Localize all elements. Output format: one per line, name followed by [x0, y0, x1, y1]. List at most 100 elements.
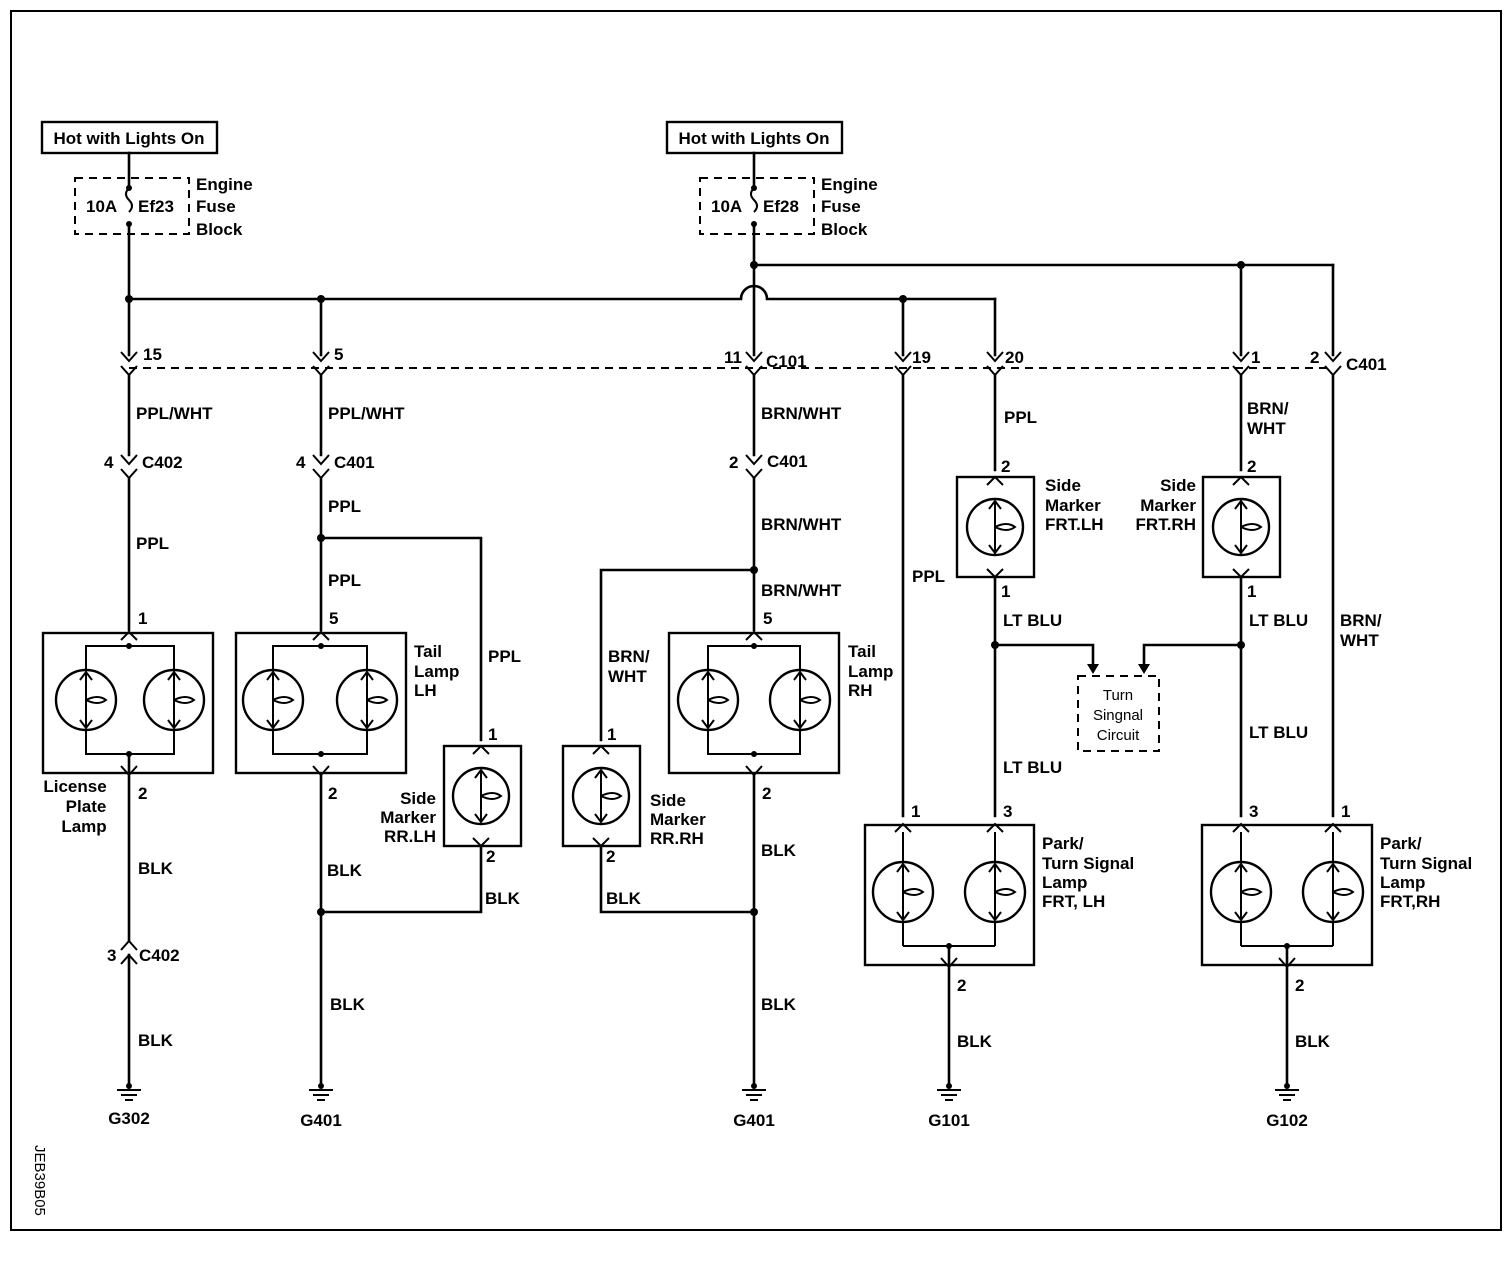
wire-color: WHT [608, 667, 647, 686]
wire-color: PPL [488, 647, 521, 666]
component-label: Park/ [1380, 834, 1422, 853]
bulb-icon [335, 668, 399, 732]
pin-label: 2 [1310, 348, 1319, 367]
fuse-block-label-1: Engine [196, 175, 253, 194]
ground-label: G102 [1266, 1111, 1308, 1130]
component-label: Circuit [1097, 727, 1140, 744]
turn-signal-circuit-box [1077, 675, 1160, 752]
wire-color: PPL [912, 567, 945, 586]
pin-label: 2 [486, 847, 495, 866]
pin-label: 5 [763, 609, 772, 628]
bus-wires [125, 222, 1335, 357]
component-label: Side [650, 791, 686, 810]
ground-icon [742, 1083, 766, 1101]
pin-label: 11 [724, 348, 742, 367]
wire-color: BRN/WHT [761, 515, 842, 534]
pin-label: 2 [957, 976, 966, 995]
pin-label: 2 [328, 784, 337, 803]
bulb-icon [241, 668, 305, 732]
pin-label: 1 [1251, 348, 1260, 367]
wire-color: BRN/ [608, 647, 650, 666]
ground-icon [1275, 1083, 1299, 1101]
component-label: Marker [1045, 496, 1101, 515]
wire-color: PPL/WHT [328, 404, 405, 423]
front-rh-circuit: BRN/ WHT 2 Side Marker FRT.RH 1 LT BLU L… [1136, 373, 1472, 1130]
component-label: RR.RH [650, 829, 704, 848]
fuse-rating: 10A [711, 197, 742, 216]
wire-color: WHT [1247, 419, 1286, 438]
bulb-icon [1301, 860, 1365, 924]
license-plate-circuit: PPL/WHT 4 C402 PPL 1 2 License Plate Lam… [41, 373, 215, 1128]
diagram-frame [10, 10, 1502, 1231]
wire-color: BLK [485, 889, 521, 908]
component-label: RR.LH [384, 827, 436, 846]
pin-label: 1 [911, 802, 920, 821]
wire-color: BRN/WHT [761, 581, 842, 600]
wire-color: BLK [957, 1032, 993, 1051]
wire-color: LT BLU [1249, 723, 1308, 742]
wire-color: BRN/ [1247, 399, 1289, 418]
tail-lamp-rh-circuit: BRN/WHT 2 C401 BRN/WHT BRN/WHT BRN/ WHT … [561, 373, 893, 1130]
pin-label: 1 [1341, 802, 1350, 821]
pin-label: 1 [138, 609, 147, 628]
turn-signal-circuit: Turn Singnal Circuit [1077, 675, 1160, 752]
component-label: Tail [414, 642, 442, 661]
wire-color: PPL/WHT [136, 404, 213, 423]
front-lh-circuit: PPL PPL 2 Side Marker FRT.LH 1 LT BLU LT… [863, 373, 1134, 1130]
fuse-block-label-3: Block [196, 220, 243, 239]
tail-lamp-lh-circuit: PPL/WHT 4 C401 PPL PPL PPL 5 Tail Lamp L… [234, 373, 523, 1130]
component-label: LH [414, 681, 437, 700]
wire-color: PPL [1004, 408, 1037, 427]
ground-label: G401 [733, 1111, 775, 1130]
wire-color: LT BLU [1003, 611, 1062, 630]
connector-label-c101: C101 [766, 352, 807, 371]
connector-label-c402: C402 [142, 453, 183, 472]
component-label: FRT,RH [1380, 892, 1440, 911]
wire-color: BLK [761, 995, 797, 1014]
ground-icon [117, 1083, 141, 1101]
pin-label: 1 [607, 725, 616, 744]
bulb-icon [871, 860, 935, 924]
component-label: Marker [1140, 496, 1196, 515]
component-label: Lamp [61, 817, 106, 836]
fuse-icon [750, 187, 758, 213]
component-label: FRT.LH [1045, 515, 1104, 534]
source-label-left: Hot with Lights On [53, 129, 204, 148]
bulb-icon [1209, 860, 1273, 924]
ground-icon [937, 1083, 961, 1101]
component-label: Lamp [1042, 873, 1087, 892]
pin-label: 5 [329, 609, 338, 628]
component-label: Side [1045, 476, 1081, 495]
component-label: Tail [848, 642, 876, 661]
wire-color: BLK [138, 859, 174, 878]
component-label: Park/ [1042, 834, 1084, 853]
bulb-icon [768, 668, 832, 732]
wire-color: PPL [136, 534, 169, 553]
bulb-icon [963, 860, 1027, 924]
bulb-icon [54, 668, 118, 732]
pin-label: 2 [729, 453, 738, 472]
pin-label: 1 [488, 725, 497, 744]
pin-label: 3 [107, 946, 116, 965]
wire-color: LT BLU [1249, 611, 1308, 630]
component-label: Side [1160, 476, 1196, 495]
pin-label: 1 [1001, 582, 1010, 601]
pin-label: 2 [606, 847, 615, 866]
wire-color: BLK [138, 1031, 174, 1050]
component-label: FRT, LH [1042, 892, 1105, 911]
wire-color: WHT [1340, 631, 1379, 650]
pin-label: 20 [1005, 348, 1024, 367]
component-label: FRT.RH [1136, 515, 1196, 534]
bulb-icon [1211, 497, 1271, 557]
component-label: Lamp [414, 662, 459, 681]
pin-label: 2 [138, 784, 147, 803]
ground-label: G302 [108, 1109, 150, 1128]
wire-color: BRN/WHT [761, 404, 842, 423]
component-label: Plate [66, 797, 107, 816]
fuse-id: Ef28 [763, 197, 799, 216]
fuse-block-label-3: Block [821, 220, 868, 239]
wire-color: LT BLU [1003, 758, 1062, 777]
bulb-icon [142, 668, 206, 732]
component-label: Lamp [1380, 873, 1425, 892]
fuse-block-ef28: 10A Ef28 Engine Fuse Block [699, 151, 878, 239]
